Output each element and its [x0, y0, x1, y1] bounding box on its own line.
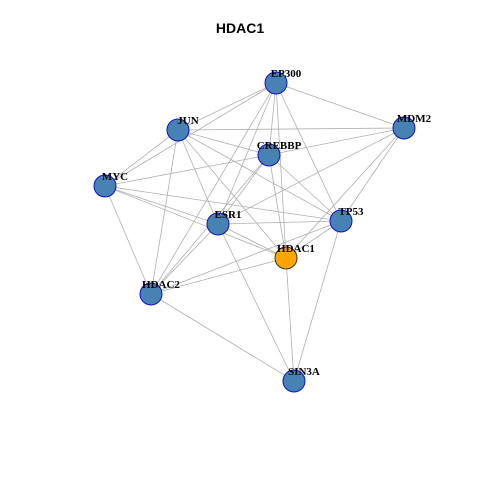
- edge-myc-hdac1: [104, 185, 287, 259]
- edge-ep300-jun: [177, 82, 277, 131]
- node-jun[interactable]: [166, 118, 190, 142]
- node-label-ep300: EP300: [271, 68, 302, 80]
- edge-myc-tp53: [104, 185, 342, 222]
- node-label-esr1: ESR1: [215, 209, 242, 221]
- edge-ep300-crebbp: [268, 82, 277, 156]
- node-sin3a[interactable]: [282, 369, 306, 393]
- diagram-title: HDAC1: [215, 20, 265, 36]
- node-label-hdac1: HDAC1: [277, 243, 315, 255]
- edge-jun-myc: [104, 129, 179, 187]
- edge-myc-esr1: [104, 185, 219, 225]
- edge-hdac1-sin3a: [285, 257, 295, 382]
- node-ep300[interactable]: [264, 71, 288, 95]
- node-hdac1[interactable]: [274, 246, 298, 270]
- edge-mdm2-tp53: [340, 127, 405, 222]
- edge-jun-mdm2: [177, 127, 405, 131]
- edge-crebbp-esr1: [217, 154, 270, 225]
- edge-esr1-sin3a: [217, 223, 295, 382]
- edge-ep300-mdm2: [275, 82, 405, 129]
- node-crebbp[interactable]: [257, 143, 281, 167]
- edge-ep300-esr1: [217, 82, 277, 225]
- edge-tp53-sin3a: [293, 220, 342, 382]
- node-label-jun: JUN: [177, 115, 198, 127]
- edge-esr1-hdac2: [150, 223, 219, 295]
- node-label-sin3a: SIN3A: [288, 366, 320, 378]
- edge-ep300-hdac2: [150, 82, 277, 295]
- edges-layer: [104, 82, 405, 382]
- nodes-layer: [93, 71, 416, 393]
- edge-ep300-hdac1: [275, 82, 287, 259]
- edge-crebbp-myc: [104, 154, 270, 187]
- node-tp53[interactable]: [329, 209, 353, 233]
- node-mdm2[interactable]: [392, 116, 416, 140]
- edge-mdm2-esr1: [217, 127, 405, 225]
- node-esr1[interactable]: [206, 212, 230, 236]
- node-label-mdm2: MDM2: [397, 113, 432, 125]
- edge-jun-hdac2: [150, 129, 179, 295]
- edge-jun-hdac1: [177, 129, 287, 259]
- edge-tp53-hdac2: [150, 220, 342, 295]
- edge-crebbp-tp53: [268, 154, 342, 222]
- edge-ep300-tp53: [275, 82, 342, 222]
- node-label-tp53: TP53: [338, 206, 364, 218]
- edge-jun-crebbp: [177, 129, 270, 156]
- edge-esr1-tp53: [217, 220, 342, 225]
- node-label-crebbp: CREBBP: [257, 140, 302, 152]
- edge-hdac2-sin3a: [150, 293, 295, 382]
- edge-crebbp-hdac1: [268, 154, 287, 259]
- node-myc[interactable]: [93, 174, 117, 198]
- node-label-hdac2: HDAC2: [142, 279, 180, 291]
- node-label-myc: MYC: [102, 171, 128, 183]
- edge-hdac1-hdac2: [150, 257, 287, 295]
- edge-esr1-hdac1: [217, 223, 287, 259]
- edge-jun-tp53: [177, 129, 342, 222]
- edge-mdm2-crebbp: [268, 127, 405, 156]
- edge-mdm2-hdac1: [285, 127, 405, 259]
- edge-jun-esr1: [177, 129, 219, 225]
- node-hdac2[interactable]: [139, 282, 163, 306]
- edge-ep300-myc: [104, 82, 277, 187]
- edge-myc-hdac2: [104, 185, 152, 295]
